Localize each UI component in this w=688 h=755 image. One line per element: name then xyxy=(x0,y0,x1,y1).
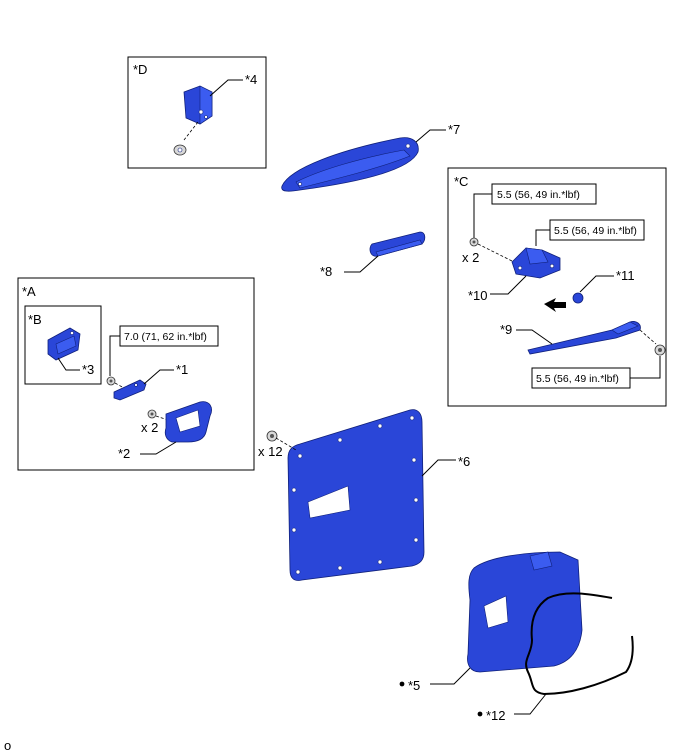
torque-c3-leader xyxy=(630,356,661,379)
callout-3: *3 xyxy=(82,362,94,377)
group-c-frame xyxy=(447,167,667,407)
callout-10: *10 xyxy=(468,288,488,303)
part-9-leader xyxy=(516,329,553,345)
torque-c2: 5.5 (56, 49 in.*lbf) xyxy=(554,225,637,237)
callout-6: *6 xyxy=(458,454,470,469)
part-5-service-hole-cover xyxy=(467,551,583,673)
clip xyxy=(266,430,278,442)
qty-clips: x 12 xyxy=(258,444,283,459)
view-arrow xyxy=(544,298,566,312)
part-10-wiper-motor xyxy=(511,247,561,279)
group-a: *A *B *3 7.0 (71, 62 in.*lbf) *1 xyxy=(17,277,255,471)
callout-9: *9 xyxy=(500,322,512,337)
part-10-leader xyxy=(490,275,527,295)
figure-id: o xyxy=(4,738,11,753)
part-4-bracket xyxy=(183,85,213,125)
torque-a-leader xyxy=(109,335,120,376)
c-bolt xyxy=(469,237,479,247)
torque-c1-leader xyxy=(473,193,492,238)
group-d: *D *4 xyxy=(127,56,267,169)
part-9-nut xyxy=(654,344,666,356)
a-screw-2 xyxy=(147,409,157,419)
part-4-leader xyxy=(209,79,243,97)
callout-1: *1 xyxy=(176,362,188,377)
part-4-dash xyxy=(183,121,199,141)
callout-5: *5 xyxy=(408,678,420,693)
part-5-leader xyxy=(430,667,471,685)
part-6-door-trim-panel xyxy=(287,409,425,581)
group-c-label: *C xyxy=(454,174,468,189)
c-bolt-dash xyxy=(477,243,515,263)
group-b-label: *B xyxy=(28,312,42,327)
group-a-label: *A xyxy=(22,284,36,299)
part-6-leader xyxy=(421,459,456,477)
callout-7: *7 xyxy=(448,122,460,137)
part-4-clip xyxy=(173,144,187,156)
part-2-handle-bezel xyxy=(164,401,212,443)
callout-4: *4 xyxy=(245,72,257,87)
part-12-dot xyxy=(477,711,483,717)
part-12-leader xyxy=(514,693,547,715)
torque-a: 7.0 (71, 62 in.*lbf) xyxy=(124,331,207,343)
part-8-leader xyxy=(344,255,379,273)
part-1-leader xyxy=(143,369,174,385)
callout-11: *11 xyxy=(616,268,635,283)
callout-12: *12 xyxy=(486,708,506,723)
torque-c2-leader xyxy=(535,229,550,246)
part-7-upper-trim xyxy=(281,137,419,192)
torque-c1: 5.5 (56, 49 in.*lbf) xyxy=(497,189,580,201)
a-screw-1 xyxy=(106,376,116,386)
torque-c3: 5.5 (56, 49 in.*lbf) xyxy=(536,373,619,385)
part-9-dash xyxy=(639,329,657,345)
group-d-frame xyxy=(127,56,267,169)
part-12-butyl-tape xyxy=(525,592,634,696)
group-b-frame xyxy=(24,305,102,385)
group-d-label: *D xyxy=(133,62,147,77)
part-11-cap xyxy=(572,292,584,304)
qty-c-bolt: x 2 xyxy=(462,250,479,265)
part-8-trim-strip xyxy=(369,231,426,257)
group-a-frame xyxy=(17,277,255,471)
callout-8: *8 xyxy=(320,264,332,279)
part-3-bracket xyxy=(47,327,81,361)
part-3-leader xyxy=(57,357,80,371)
a-screw-1-dash xyxy=(114,382,125,389)
part-7-leader xyxy=(415,129,446,143)
part-11-leader xyxy=(579,275,614,293)
callout-2: *2 xyxy=(118,446,130,461)
part-2-leader xyxy=(140,441,177,455)
qty-a-screw: x 2 xyxy=(141,420,158,435)
part-9-wiper-arm xyxy=(527,321,641,355)
part-5-dot xyxy=(399,681,405,687)
group-c: *C 5.5 (56, 49 in.*lbf) x 2 5.5 (56, 49 … xyxy=(447,167,667,407)
clip-dash xyxy=(275,437,297,451)
part-1-bracket xyxy=(113,379,147,401)
